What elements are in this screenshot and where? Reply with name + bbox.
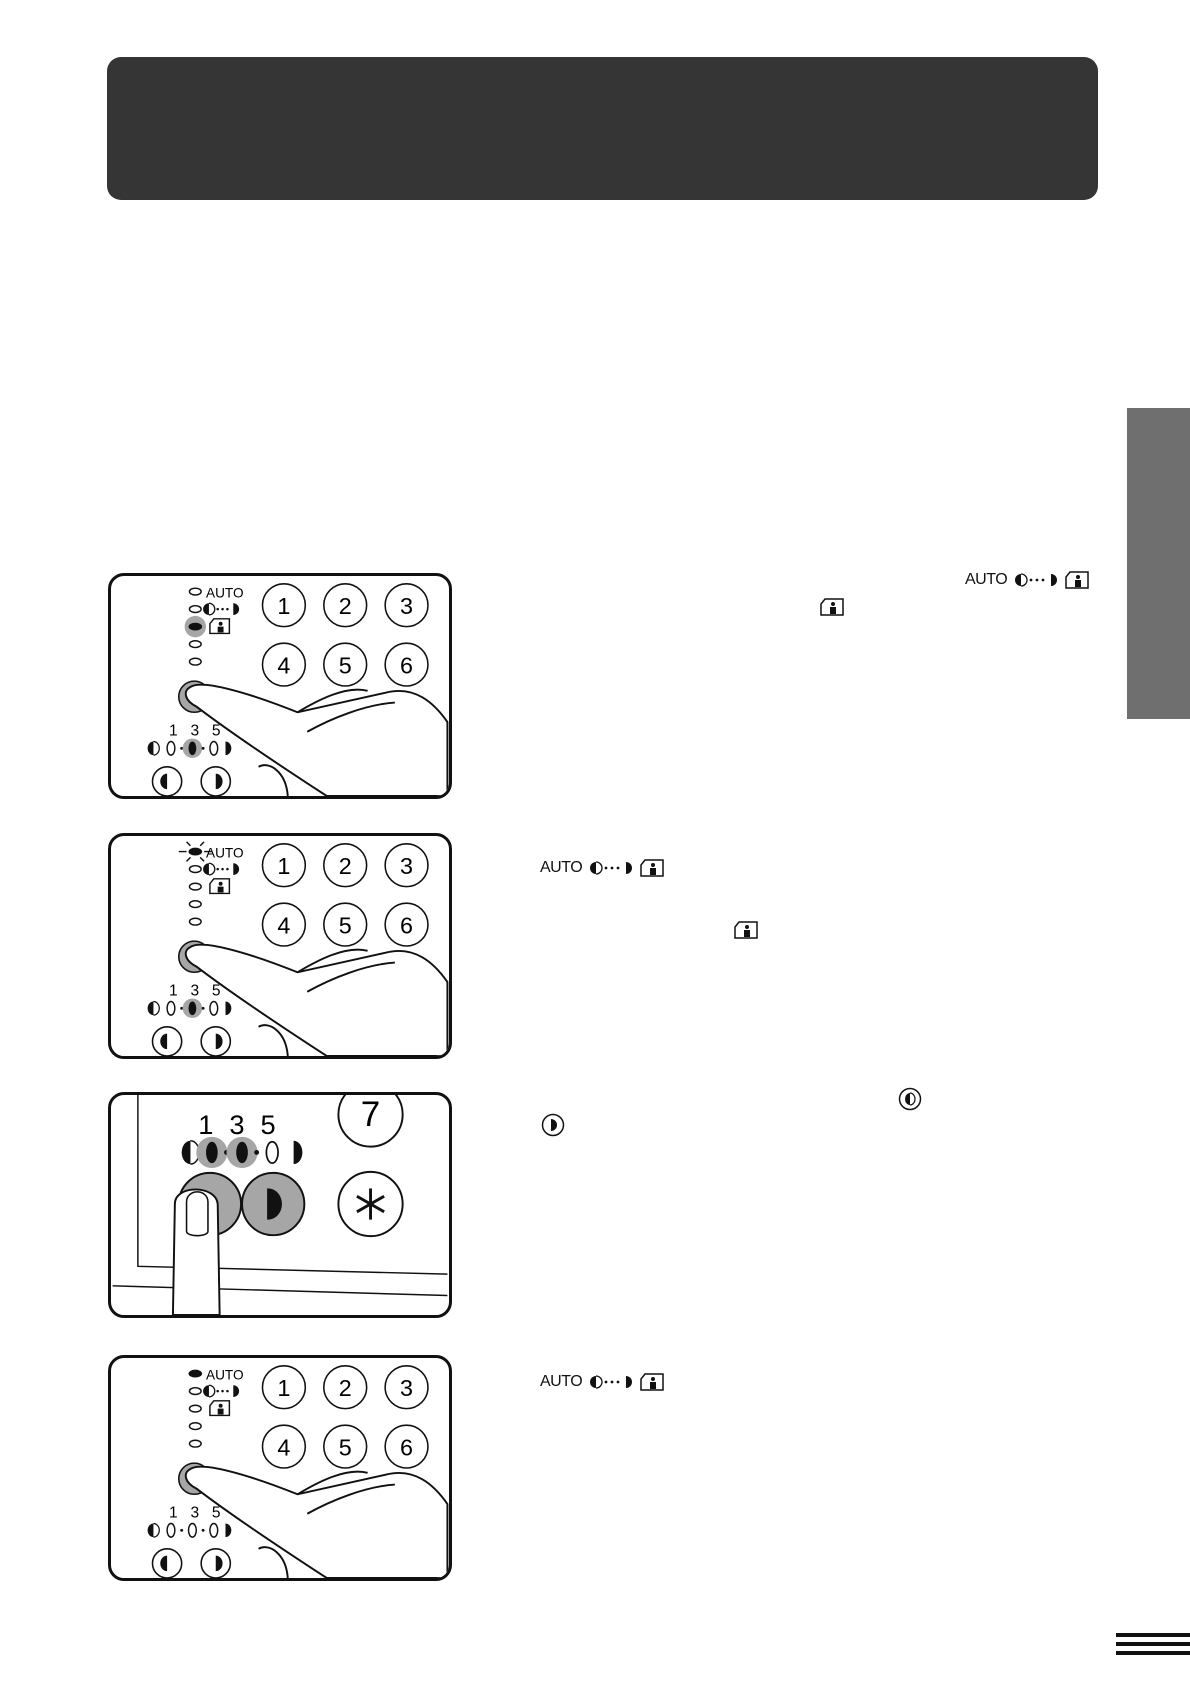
svg-text:2: 2 — [339, 1375, 352, 1401]
density-indicator-row — [147, 1522, 232, 1538]
photo-mode-icon — [734, 921, 758, 939]
hand-illustration — [184, 683, 449, 796]
manual-exposure-icon — [590, 861, 633, 875]
auto-indicator-label: AUTO — [206, 585, 244, 600]
manual-exposure-icon — [203, 862, 240, 876]
photo-mode-icon — [209, 878, 231, 895]
density-control-closeup: 1 3 5 7 — [112, 1095, 448, 1315]
svg-text:4: 4 — [277, 912, 290, 938]
darker-key-icon — [200, 1026, 232, 1056]
auto-label: AUTO — [540, 1373, 583, 1390]
svg-text:3: 3 — [190, 983, 199, 1000]
hand-illustration — [184, 1465, 449, 1578]
svg-text:3: 3 — [400, 593, 413, 619]
svg-text:1: 1 — [277, 1375, 290, 1401]
manual-exposure-icon — [203, 602, 240, 616]
density-indicator-row — [181, 1136, 303, 1169]
step1-mode-icons: AUTO — [965, 571, 1089, 589]
svg-text:5: 5 — [212, 1505, 221, 1522]
svg-text:6: 6 — [400, 1434, 413, 1460]
manual-exposure-icon — [203, 1384, 240, 1398]
svg-text:6: 6 — [400, 912, 413, 938]
svg-text:1: 1 — [277, 853, 290, 879]
panel-step-3-illustration: 1 3 5 7 — [108, 1092, 452, 1318]
svg-text:5: 5 — [339, 1434, 352, 1460]
svg-text:1: 1 — [198, 1109, 213, 1140]
lighter-key-icon — [151, 1026, 183, 1056]
finger-illustration — [171, 1188, 221, 1315]
svg-text:5: 5 — [212, 983, 221, 1000]
section-header-bar — [107, 57, 1098, 200]
manual-exposure-icon — [590, 1375, 633, 1389]
svg-text:1: 1 — [169, 1505, 178, 1522]
panel-step-1-illustration: AUTO 1 2 3 4 5 6 9 — [108, 573, 452, 799]
key-3 — [384, 583, 429, 628]
svg-text:3: 3 — [400, 853, 413, 879]
darker-key-icon — [200, 766, 232, 796]
svg-text:3: 3 — [400, 1375, 413, 1401]
hand-illustration — [184, 943, 449, 1056]
svg-text:3: 3 — [229, 1109, 244, 1140]
key-1 — [261, 583, 307, 628]
svg-text:3: 3 — [190, 1505, 199, 1522]
lighter-key-icon — [151, 1548, 183, 1578]
svg-text:5: 5 — [261, 1109, 276, 1140]
svg-text:1: 1 — [277, 593, 290, 619]
key-6 — [384, 642, 429, 687]
auto-indicator-label: AUTO — [206, 1367, 244, 1382]
svg-text:6: 6 — [400, 652, 413, 678]
blinking-indicator — [178, 841, 212, 862]
lighter-key-icon — [151, 766, 183, 796]
photo-mode-icon — [209, 1400, 231, 1417]
photo-mode-icon — [1065, 571, 1089, 589]
photo-mode-icon — [640, 1373, 664, 1391]
svg-text:2: 2 — [339, 593, 352, 619]
svg-text:5: 5 — [339, 912, 352, 938]
continued-marker — [1116, 1633, 1190, 1655]
step4-mode-icons: AUTO — [540, 1373, 664, 1391]
control-panel-illustration: AUTO 1 2 3 4 5 6 9 — [147, 1365, 449, 1578]
darker-key-icon — [200, 1548, 232, 1578]
svg-text:1: 1 — [169, 983, 178, 1000]
panel-step-2-illustration: AUTO 1 2 3 4 5 6 9 — [108, 833, 452, 1059]
key-5 — [323, 642, 368, 687]
chapter-side-tab — [1127, 408, 1190, 719]
density-indicator-row — [147, 998, 232, 1019]
svg-text:2: 2 — [339, 853, 352, 879]
lighter-key-icon — [898, 1087, 922, 1111]
panel-step-4-illustration: AUTO 1 2 3 4 5 6 9 — [108, 1355, 452, 1581]
key-4 — [261, 642, 307, 687]
svg-text:4: 4 — [277, 1434, 290, 1460]
control-panel-illustration: AUTO 1 2 3 4 5 6 9 — [147, 841, 449, 1056]
control-panel-illustration: AUTO 1 2 3 4 5 6 9 — [147, 583, 449, 796]
manual-exposure-icon — [1015, 573, 1058, 587]
svg-text:1: 1 — [169, 723, 178, 740]
svg-text:4: 4 — [277, 652, 290, 678]
auto-label: AUTO — [540, 859, 583, 876]
svg-text:7: 7 — [361, 1095, 380, 1134]
auto-label: AUTO — [965, 571, 1008, 588]
photo-mode-icon — [820, 598, 844, 616]
svg-text:5: 5 — [339, 652, 352, 678]
key-7 — [337, 1095, 404, 1148]
key-2 — [323, 583, 368, 628]
auto-indicator-label: AUTO — [206, 845, 244, 860]
svg-text:5: 5 — [212, 723, 221, 740]
svg-text:3: 3 — [190, 723, 199, 740]
photo-mode-icon — [209, 618, 231, 635]
darker-key-icon — [541, 1113, 565, 1137]
photo-mode-icon — [640, 859, 664, 877]
density-indicator-row — [147, 738, 232, 759]
step2-mode-icons: AUTO — [540, 859, 664, 877]
star-key — [337, 1170, 404, 1238]
